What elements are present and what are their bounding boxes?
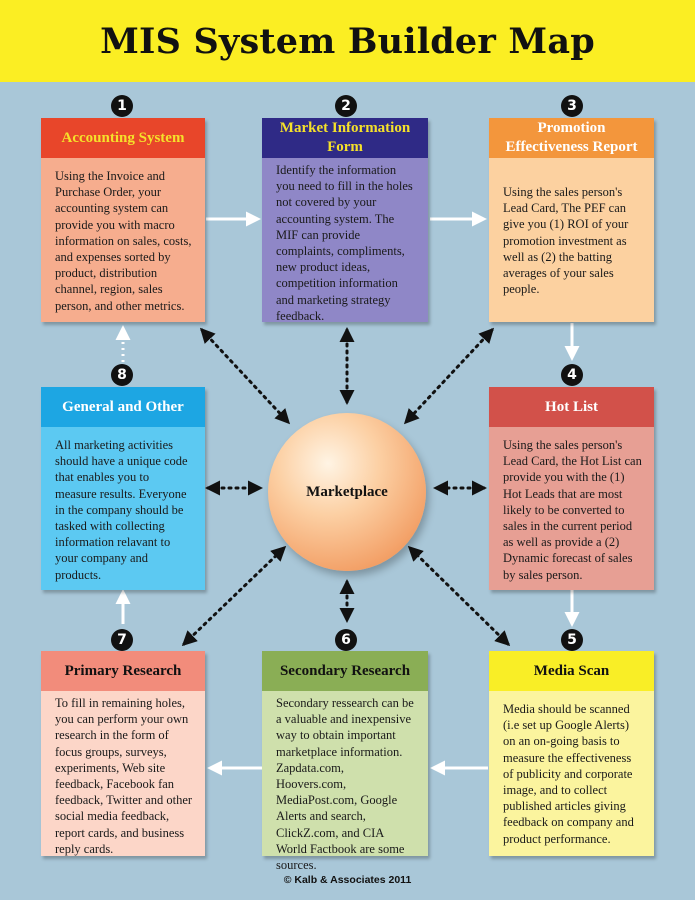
- secondary-research-box: Secondary Research Secondary ressearch c…: [262, 651, 428, 872]
- box-header: Market Information Form: [262, 118, 428, 158]
- box-header: General and Other: [41, 387, 205, 427]
- title-bar: MIS System Builder Map: [0, 0, 695, 82]
- box-text: Using the sales person's Lead Card, the …: [503, 438, 642, 582]
- box-header: Secondary Research: [262, 651, 428, 691]
- box-text: Using the Invoice and Purchase Order, yo…: [55, 169, 192, 313]
- box-title: Market Information Form: [279, 120, 411, 155]
- box-text: All marketing activities should have a u…: [55, 438, 188, 582]
- box-title: Hot List: [545, 398, 598, 415]
- box-header: Hot List: [489, 387, 654, 427]
- box-text: Using the sales person's Lead Card, The …: [503, 185, 629, 297]
- connector-marketplace-7: [181, 545, 287, 647]
- step-number-3: 3: [561, 95, 583, 117]
- box-title: Promotion Effectiveness Report: [505, 120, 638, 155]
- box-title: General and Other: [62, 398, 184, 415]
- copyright-notice: © Kalb & Associates 2011: [283, 874, 412, 886]
- primary-research-box: Primary Research To fill in remaining ho…: [41, 651, 205, 856]
- media-scan-box: Media Scan Media should be scanned (i.e …: [489, 651, 654, 856]
- hot-list-box: Hot List Using the sales person's Lead C…: [489, 387, 654, 590]
- box-text: Identify the information you need to fil…: [276, 163, 413, 323]
- box-title: Media Scan: [533, 662, 610, 679]
- box-header: Promotion Effectiveness Report: [489, 118, 654, 158]
- step-number-6: 6: [335, 629, 357, 651]
- box-title: Secondary Research: [279, 662, 411, 679]
- connector-marketplace-3: [403, 327, 495, 425]
- step-number-2: 2: [335, 95, 357, 117]
- market-information-form-box: Market Information Form Identify the inf…: [262, 118, 428, 323]
- marketplace-label: Marketplace: [306, 483, 388, 500]
- marketplace-circle: Marketplace: [268, 413, 426, 571]
- connector-marketplace-1: [199, 327, 291, 425]
- box-text: Secondary ressearch can be a valuable an…: [276, 696, 414, 873]
- accounting-system-box: Accounting System Using the Invoice and …: [41, 118, 205, 322]
- box-header: Accounting System: [41, 118, 205, 158]
- page-title: MIS System Builder Map: [100, 20, 595, 62]
- step-number-5: 5: [561, 629, 583, 651]
- box-header: Media Scan: [489, 651, 654, 691]
- step-number-4: 4: [561, 364, 583, 386]
- box-text: Media should be scanned (i.e set up Goog…: [503, 702, 634, 846]
- box-title: Accounting System: [61, 129, 185, 146]
- box-header: Primary Research: [41, 651, 205, 691]
- step-number-1: 1: [111, 95, 133, 117]
- step-number-7: 7: [111, 629, 133, 651]
- box-text: To fill in remaining holes, you can perf…: [55, 696, 193, 856]
- general-and-other-box: General and Other All marketing activiti…: [41, 387, 205, 590]
- connector-marketplace-5: [407, 545, 511, 647]
- box-title: Primary Research: [64, 662, 182, 679]
- promotion-effectiveness-report-box: Promotion Effectiveness Report Using the…: [489, 118, 654, 322]
- step-number-8: 8: [111, 364, 133, 386]
